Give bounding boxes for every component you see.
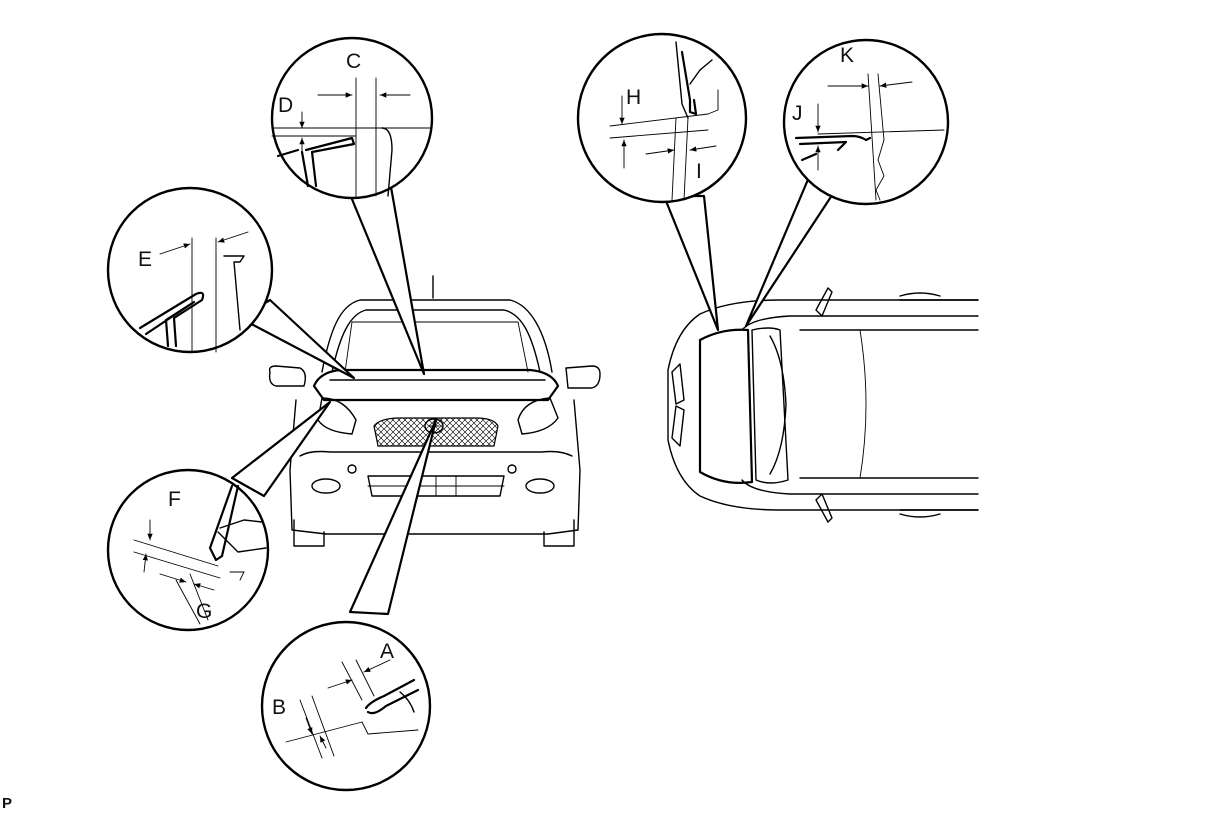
vehicle-front-view [268,275,601,547]
detail-circle-ab: A B [260,620,432,792]
callout-label-h: H [626,86,641,109]
leader-hi [662,194,720,332]
callout-label-i: I [696,160,702,183]
callout-label-d: D [278,94,293,117]
detail-circle-fg: F G [106,468,270,632]
callout-label-k: K [840,44,854,67]
corner-code: P [2,795,12,812]
vehicle-top-view [667,287,979,523]
callout-label-g: G [196,600,212,623]
detail-circle-hi: H I [576,32,748,204]
detail-circle-cd: C D [270,36,434,200]
leader-c [338,168,426,376]
leader-ab [348,418,438,616]
callout-label-a: A [380,640,394,663]
detail-circle-jk: J K [782,38,950,206]
leader-fg [230,400,332,498]
callout-label-f: F [168,488,181,511]
callout-label-b: B [272,696,286,719]
callout-label-j: J [792,102,803,125]
callout-leaders [230,168,844,616]
callout-label-c: C [346,50,361,73]
callout-label-e: E [138,248,152,271]
detail-circle-e: E [106,186,274,354]
